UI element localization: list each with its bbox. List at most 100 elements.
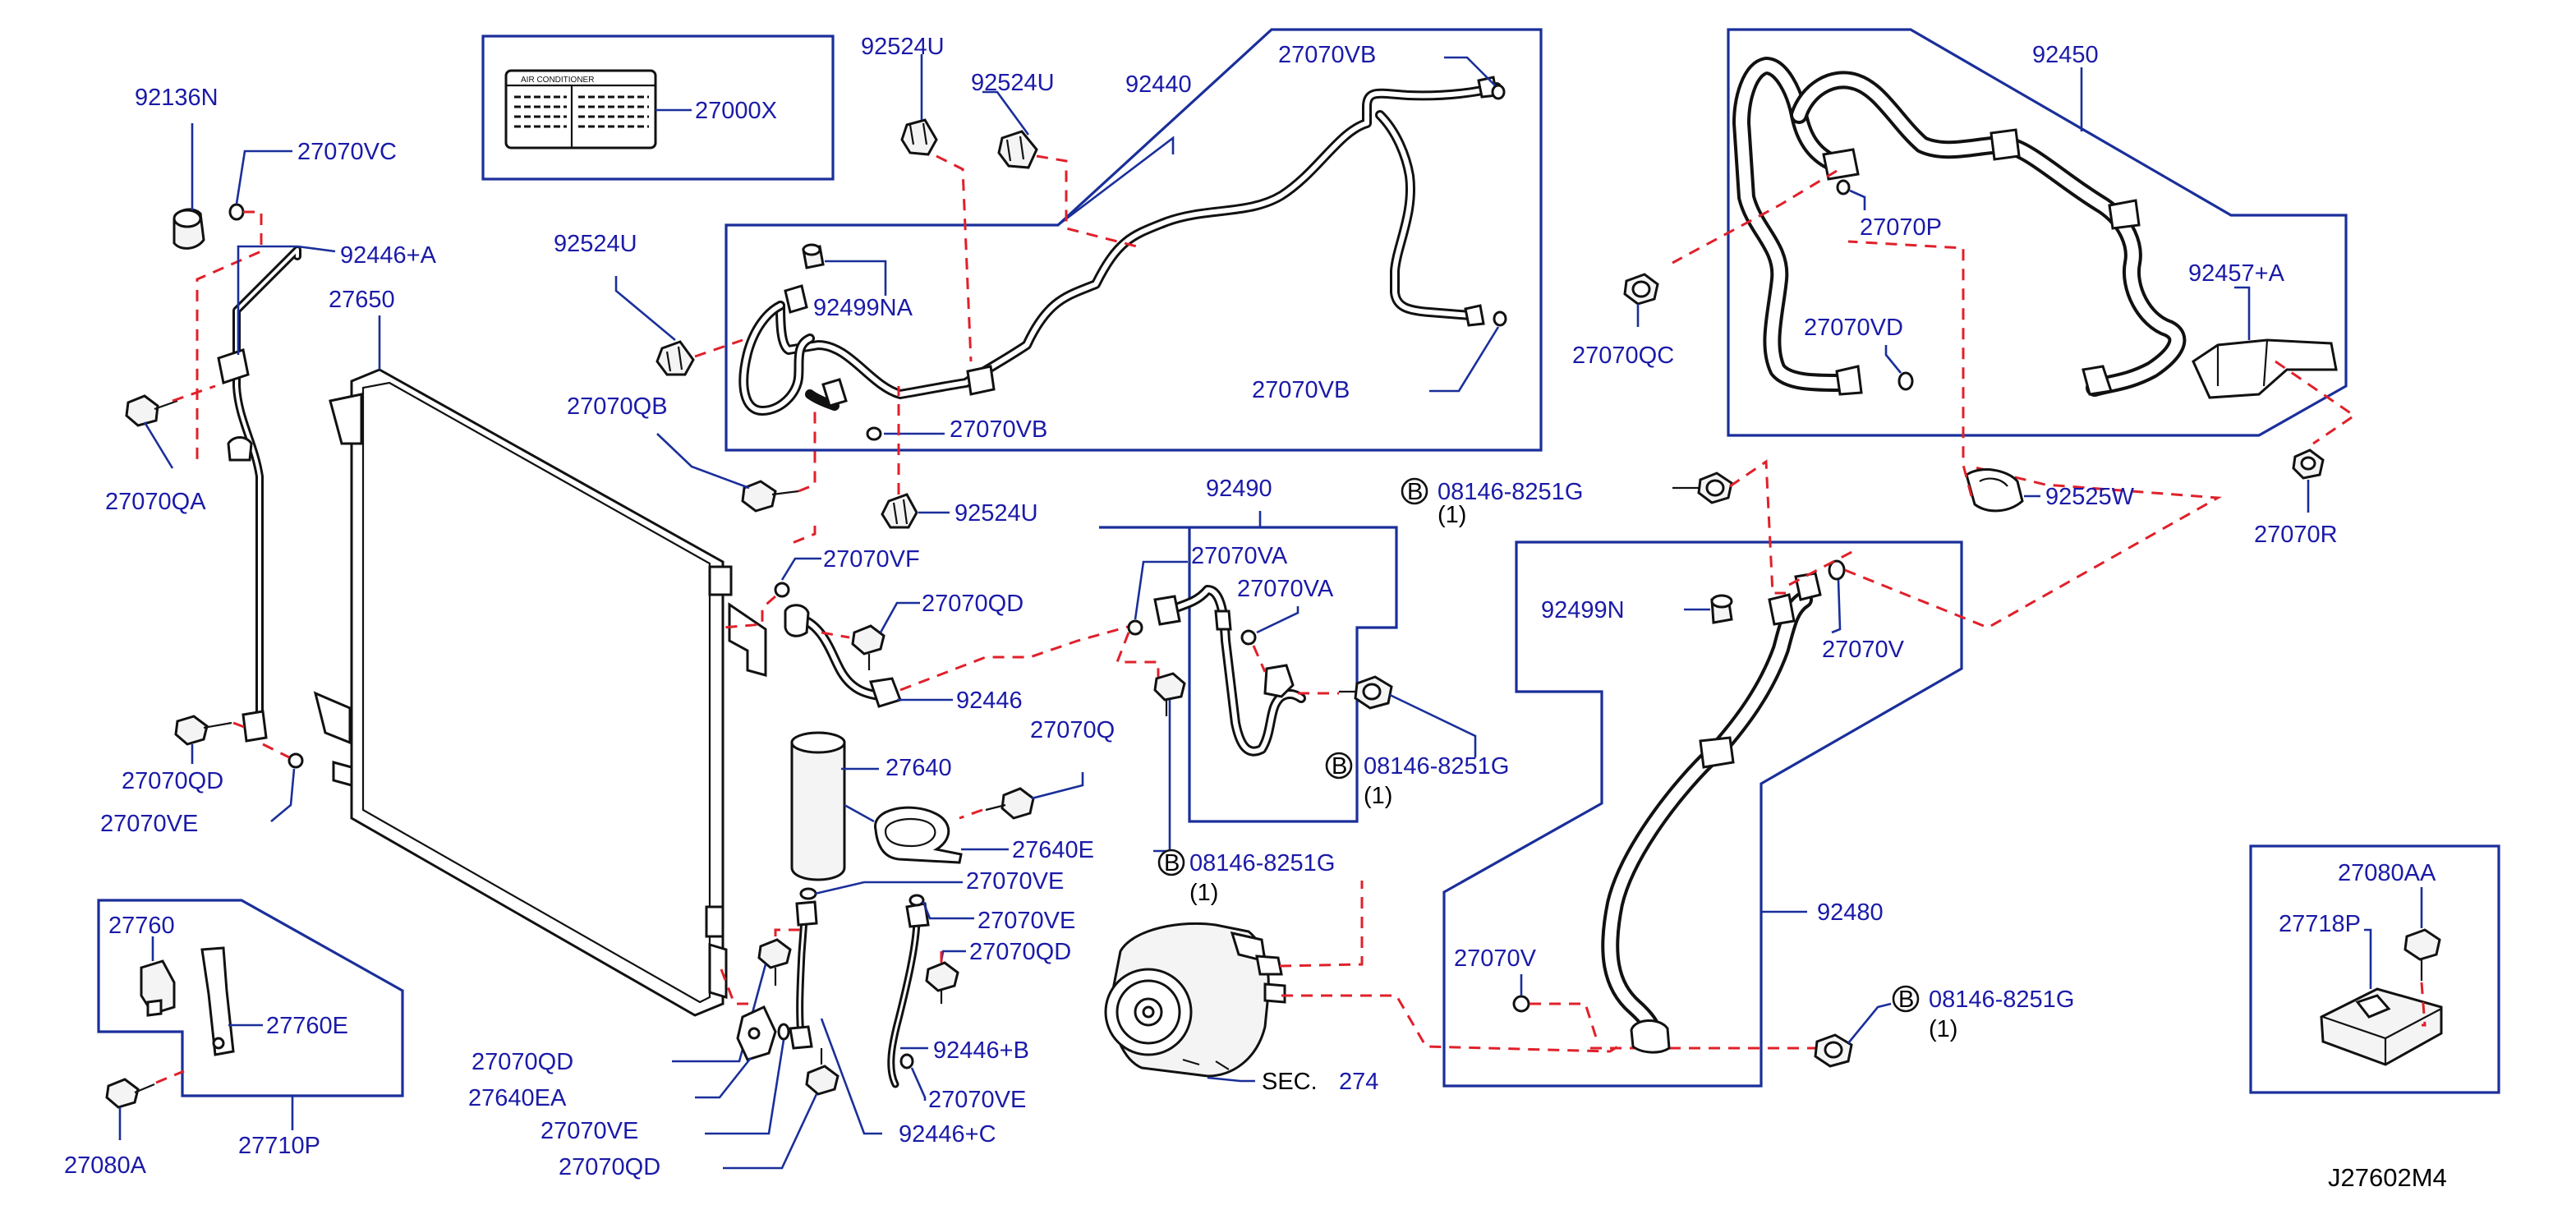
oring-27070VE-lower — [777, 1023, 790, 1041]
label-92499N: 92499N — [1541, 597, 1625, 623]
label-27070V-bottom: 27070V — [1454, 945, 1537, 972]
label-27070VB-right: 27070VB — [1252, 377, 1350, 403]
oring-27070VE-b-bottom — [899, 1053, 914, 1070]
label-27070QA: 27070QA — [105, 489, 206, 515]
nut-27070R — [2292, 448, 2325, 480]
bolt-27080AA — [2404, 928, 2441, 981]
label-92446: 92446 — [956, 688, 1023, 714]
oring-27070VF — [774, 582, 790, 598]
bolt-08146-8251G-b — [1339, 675, 1393, 710]
label-27640EA: 27640EA — [468, 1085, 567, 1111]
label-27760E: 27760E — [266, 1013, 348, 1039]
bolt-08146-8251G-d — [1814, 1033, 1853, 1068]
label-27070P: 27070P — [1860, 214, 1942, 241]
qty-d: (1) — [1929, 1016, 1957, 1042]
pipe-92446 — [784, 604, 902, 708]
bolt-27070Q — [1153, 672, 1186, 716]
bracket-27760E — [200, 946, 235, 1056]
label-27070VA-a: 27070VA — [1191, 543, 1288, 569]
oring-27070VB-right — [1493, 310, 1507, 327]
label-27070QD-lower: 27070QD — [472, 1049, 573, 1075]
label-08146-8251G-c: 08146-8251G — [1189, 850, 1335, 876]
label-27070VD: 27070VD — [1804, 315, 1903, 341]
label-27070VE-b-bottom: 27070VE — [928, 1087, 1026, 1113]
bolt-c-mark: B — [1164, 850, 1180, 876]
label-27760: 27760 — [108, 913, 175, 939]
label-27070VE-b-top: 27070VE — [978, 908, 1075, 934]
label-27070VB-bottom: 27070VB — [950, 416, 1047, 443]
label-92446A: 92446+A — [340, 242, 437, 269]
ac-label-plate: AIR CONDITIONER — [504, 69, 657, 150]
sensor-27760 — [140, 959, 176, 1017]
label-27000X: 27000X — [695, 98, 777, 124]
label-92440: 92440 — [1125, 71, 1192, 98]
label-27070VB-top: 27070VB — [1278, 42, 1376, 68]
ambient-sensor-27718P — [2320, 987, 2443, 1066]
label-92525W: 92525W — [2045, 484, 2135, 510]
bolt-27070QB — [741, 480, 799, 513]
bolt-27070QD-left — [174, 715, 232, 746]
condenser — [313, 368, 767, 1017]
bolt-27070QC — [1623, 273, 1659, 306]
oring-27070V-bottom — [1512, 995, 1530, 1013]
pipe-92440 — [738, 76, 1502, 416]
label-27070V-top: 27070V — [1822, 637, 1905, 663]
oring-27070V-top — [1828, 559, 1846, 581]
pipe-92446A — [217, 246, 301, 743]
label-27070VE-lower: 27070VE — [540, 1118, 638, 1144]
label-sec-274: 274 — [1339, 1069, 1378, 1095]
qty-c: (1) — [1189, 880, 1218, 906]
label-92524U-d: 92524U — [954, 500, 1038, 527]
oring-27070VE-b-top — [908, 894, 925, 907]
hose-92490 — [1153, 585, 1306, 757]
bolt-27070QD-drier — [925, 961, 959, 1004]
label-27070R: 27070R — [2254, 522, 2338, 548]
oring-27070VC — [228, 203, 245, 221]
bolt-27080A — [105, 1078, 155, 1109]
clip-92524U-b — [997, 130, 1038, 169]
label-92136N: 92136N — [135, 85, 218, 111]
label-27080AA: 27080AA — [2338, 860, 2436, 886]
label-27070QD-bottom: 27070QD — [559, 1154, 660, 1180]
plate-title: AIR CONDITIONER — [521, 76, 594, 85]
label-27080A: 27080A — [64, 1152, 147, 1179]
bolt-08146-8251G-a — [1672, 472, 1733, 504]
bolt-drier — [985, 787, 1035, 820]
oring-27070VA-b — [1240, 629, 1257, 646]
clip-92524U-d — [881, 493, 918, 529]
ambient-sensor-box — [2249, 844, 2500, 1094]
label-27070VE-drier: 27070VE — [966, 868, 1064, 895]
suction-hose-group-box — [1442, 540, 1963, 1088]
label-92450: 92450 — [2032, 42, 2099, 68]
label-27070QD-drier: 27070QD — [969, 939, 1071, 965]
cap-92499N — [1710, 594, 1733, 624]
label-92524U-b: 92524U — [971, 70, 1055, 96]
hose-92450 — [1732, 57, 2187, 397]
label-27640E: 27640E — [1012, 837, 1094, 863]
oring-27070VB-top — [1491, 84, 1506, 100]
plug-92136N — [172, 208, 205, 250]
bolt-27070QA — [125, 394, 178, 427]
label-plate-box — [481, 34, 835, 181]
label-27710P: 27710P — [238, 1133, 320, 1159]
label-27070VE-left: 27070VE — [100, 811, 198, 837]
bolt-27070QD-mid — [851, 624, 886, 670]
bolt-27070QD-lower — [757, 938, 792, 986]
diagram-id: J27602M4 — [2328, 1163, 2447, 1192]
bolt-b-mark: B — [1332, 753, 1347, 780]
label-08146-8251G-a: 08146-8251G — [1438, 479, 1583, 505]
label-27070QD-left: 27070QD — [122, 768, 223, 794]
label-92499NA: 92499NA — [813, 295, 913, 321]
label-27070QB: 27070QB — [567, 393, 668, 420]
compressor — [1104, 922, 1286, 1078]
bolt-27070QD-bottom — [805, 1048, 840, 1096]
bracket-27640EA — [736, 1005, 777, 1061]
hose-92480 — [1601, 572, 1822, 1054]
oring-27070VE-drier — [799, 887, 817, 900]
label-27070Q: 27070Q — [1030, 717, 1115, 743]
label-27070QC: 27070QC — [1572, 343, 1674, 369]
label-27650: 27650 — [329, 287, 395, 313]
bracket-27640E — [874, 806, 963, 864]
label-27070VF: 27070VF — [823, 546, 920, 573]
